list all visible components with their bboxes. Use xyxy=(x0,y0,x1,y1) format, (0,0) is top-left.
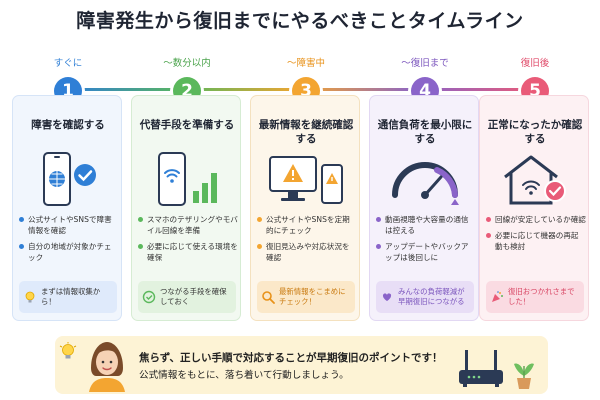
step-footer-text: みんなの負荷軽減が早期復旧につながる xyxy=(398,287,465,306)
timeline: すぐに 1 障害を確認する 公式サイトやSNSで障害情報を確認 自分の地域が対象… xyxy=(0,55,600,325)
step-footer-text: つながる手段を確保しておく xyxy=(160,287,227,306)
step-bullet: 必要に応じて使える環境を確保 xyxy=(138,241,238,263)
plant-icon xyxy=(514,363,534,389)
summary-line-1: 焦らず、正しい手順で対応することが早期復旧のポイントです！ xyxy=(139,352,443,364)
step-time: 〜数分以内 xyxy=(163,58,211,69)
smartphone-check-icon xyxy=(43,152,96,206)
hands-heart-icon xyxy=(382,293,392,301)
step-heading: 代替手段を準備する xyxy=(139,119,235,131)
step-bullet: 動画視聴や大容量の通信は控える xyxy=(376,214,476,236)
step-heading: 最新情報を継続確認する xyxy=(258,119,354,145)
step-heading: 通信負荷を最小限にする xyxy=(377,119,473,145)
step-1: すぐに 1 障害を確認する 公式サイトやSNSで障害情報を確認 自分の地域が対象… xyxy=(12,55,124,323)
summary-banner: 焦らず、正しい手順で対応することが早期復旧のポイントです！ 公式情報をもとに、落… xyxy=(55,336,548,394)
step-footer-text: 最新情報をこまめにチェック！ xyxy=(279,287,346,306)
house-wifi-check-icon xyxy=(504,155,566,205)
gauge-icon xyxy=(392,162,459,205)
summary-line-2: 公式情報をもとに、落ち着いて行動しましょう。 xyxy=(139,370,349,381)
party-popper-icon xyxy=(492,291,503,302)
step-2: 〜数分以内 2 代替手段を準備する スマホのテザリングやモバイル回線を準備 必要… xyxy=(131,55,243,323)
lightbulb-icon xyxy=(25,291,35,303)
step-bullet: 必要に応じて機器の再起動も検討 xyxy=(486,230,586,252)
step-footer: 最新情報をこまめにチェック！ xyxy=(257,281,355,313)
step-footer: 復旧おつかれさまでした！ xyxy=(486,281,584,313)
step-bullet: アップデートやバックアップは後回しに xyxy=(376,241,476,263)
step-3: 〜障害中 3 最新情報を継続確認する 公式サイトやSNSを定期的にチェック 復旧… xyxy=(250,55,362,323)
step-time: 〜復旧まで xyxy=(401,58,449,69)
step-4: 〜復旧まで 4 通信負荷を最小限にする 動画視聴や大容量の通信は控える アップデ… xyxy=(369,55,481,323)
step-footer-text: 復旧おつかれさまでした！ xyxy=(508,287,575,306)
step-card: 障害を確認する 公式サイトやSNSで障害情報を確認 自分の地域が対象かチェック … xyxy=(12,95,122,321)
step-bullet: 回線が安定しているか確認 xyxy=(486,214,586,225)
step-bullet: 復旧見込みや対応状況を確認 xyxy=(257,241,357,263)
step-5: 復旧後 5 正常になったか確認する 回線が安定しているか確認 必要に応じて機器の… xyxy=(479,55,591,323)
step-footer: みんなの負荷軽減が早期復旧につながる xyxy=(376,281,474,313)
page-title: 障害発生から復旧までにやるべきことタイムライン xyxy=(76,10,524,32)
router-icon xyxy=(459,350,503,387)
step-card: 代替手段を準備する スマホのテザリングやモバイル回線を準備 必要に応じて使える環… xyxy=(131,95,241,321)
check-circle-icon xyxy=(142,290,156,304)
step-time: 復旧後 xyxy=(520,58,550,69)
step-time: 〜障害中 xyxy=(286,58,325,69)
step-bullet: スマホのテザリングやモバイル回線を準備 xyxy=(138,214,238,236)
woman-avatar-icon xyxy=(89,342,125,392)
monitor-warning-icon xyxy=(269,156,343,204)
step-heading: 正常になったか確認する xyxy=(487,119,583,145)
step-footer: まずは情報収集から！ xyxy=(19,281,117,313)
phone-wifi-signal-icon xyxy=(158,152,217,206)
step-time: すぐに xyxy=(53,58,83,69)
step-bullet: 公式サイトやSNSで障害情報を確認 xyxy=(19,214,119,236)
step-card: 通信負荷を最小限にする 動画視聴や大容量の通信は控える アップデートやバックアッ… xyxy=(369,95,479,321)
step-card: 正常になったか確認する 回線が安定しているか確認 必要に応じて機器の再起動も検討 xyxy=(479,95,589,321)
step-card: 最新情報を継続確認する 公式サイトやSNSを定期的にチェック 復旧見込みや対応状… xyxy=(250,95,360,321)
step-heading: 障害を確認する xyxy=(31,119,105,131)
step-footer-text: まずは情報収集から！ xyxy=(41,287,101,306)
step-bullet: 公式サイトやSNSを定期的にチェック xyxy=(257,214,357,236)
lightbulb-icon xyxy=(59,342,77,359)
step-footer: つながる手段を確保しておく xyxy=(138,281,236,313)
magnifier-icon xyxy=(262,291,275,304)
step-bullet: 自分の地域が対象かチェック xyxy=(19,241,119,263)
